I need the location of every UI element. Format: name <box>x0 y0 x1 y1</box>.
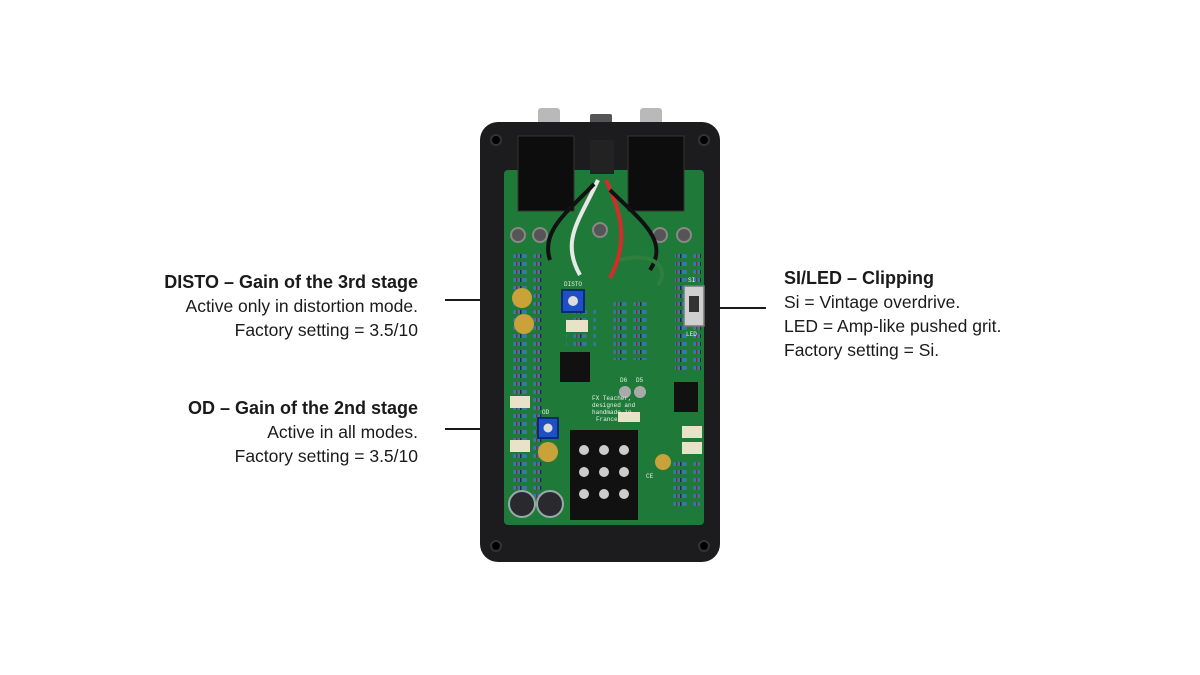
footswitch <box>570 430 638 520</box>
si-desc: Si = Vintage overdrive. <box>784 292 961 312</box>
od-title: OD – Gain of the 2nd stage <box>187 398 418 418</box>
silk-label-led: LED <box>686 331 697 338</box>
maker-line-1: FX Teacher, <box>592 395 632 402</box>
od-callout: OD – Gain of the 2nd stage Active in all… <box>120 396 418 468</box>
silk-label-od: OD <box>542 409 550 416</box>
capacitors <box>508 288 671 518</box>
disto-callout: DISTO – Gain of the 3rd stage Active onl… <box>120 270 418 342</box>
maker-line-2: designed and <box>592 402 636 409</box>
led-desc: LED = Amp-like pushed grit. <box>784 316 1002 336</box>
pedal-pcb-illustration: DISTO OD SI LED D6 D5 CE FX Teacher, des… <box>480 108 720 562</box>
od-factory-setting: Factory setting = 3.5/10 <box>234 446 418 466</box>
input-output-jacks <box>517 135 685 212</box>
od-desc: Active in all modes. <box>267 422 418 442</box>
silk-label-si: SI <box>688 277 695 284</box>
opamp-ic-2 <box>674 382 698 412</box>
disto-title: DISTO – Gain of the 3rd stage <box>164 272 418 292</box>
maker-line-4: France <box>596 416 618 423</box>
silk-label-ce: CE <box>646 473 654 480</box>
si-led-leader-line <box>700 307 766 309</box>
si-led-factory-setting: Factory setting = Si. <box>784 340 940 360</box>
disto-desc: Active only in distortion mode. <box>185 296 418 316</box>
silk-label-disto: DISTO <box>564 281 582 288</box>
si-led-callout: SI/LED – Clipping Si = Vintage overdrive… <box>784 266 1114 362</box>
silk-label-d5: D5 <box>636 377 644 384</box>
maker-line-3: handmade in <box>592 409 632 416</box>
wires <box>546 179 665 287</box>
si-led-title: SI/LED – Clipping <box>784 268 935 288</box>
disto-factory-setting: Factory setting = 3.5/10 <box>234 320 418 340</box>
enclosure-screw-holes <box>490 134 710 552</box>
silk-label-d6: D6 <box>620 377 628 384</box>
opamp-ic-1 <box>560 352 590 382</box>
